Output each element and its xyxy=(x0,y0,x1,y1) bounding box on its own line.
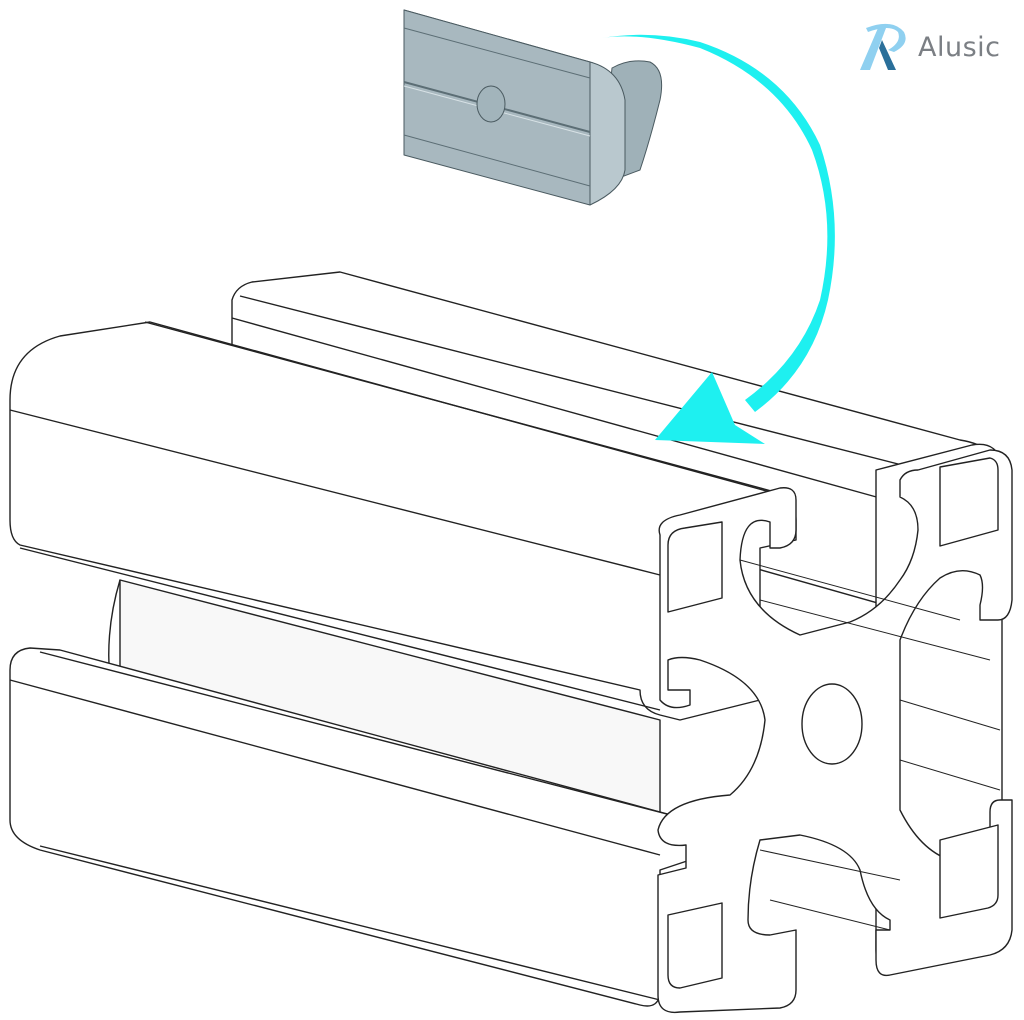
brand-logo: Alusic xyxy=(852,18,1022,78)
aluminum-profile xyxy=(9,271,1013,1014)
brand-name: Alusic xyxy=(918,32,1001,63)
profile-cavity-bl xyxy=(667,902,723,989)
t-nut xyxy=(403,9,663,206)
t-nut-hole xyxy=(476,85,506,123)
profile-cavity-tr xyxy=(939,457,999,547)
A-arc-logo-icon xyxy=(860,23,906,70)
profile-cavity-tl xyxy=(667,521,723,613)
profile-center-bore xyxy=(801,683,863,765)
profile-cavity-br xyxy=(939,824,999,919)
insertion-arrow xyxy=(602,34,835,444)
